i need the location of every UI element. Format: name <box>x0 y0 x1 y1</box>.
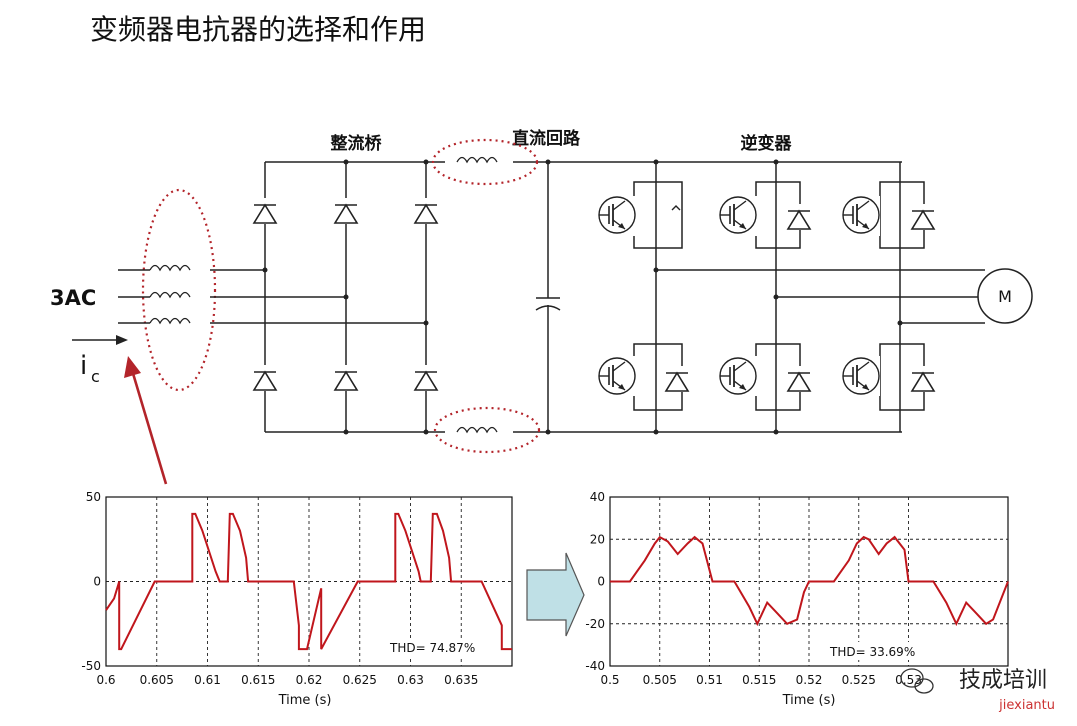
current-arrow-head <box>116 335 128 345</box>
right-chart: 0.5 0.505 0.51 0.515 0.52 0.525 0.53 40 20 0 -20 -4… <box>585 490 1009 708</box>
pointer-arrow-line <box>130 369 168 485</box>
right-x-axis-label: Time (s) <box>782 693 836 708</box>
y-tick-label: 0 <box>597 575 605 589</box>
left-annotation-bg <box>388 638 472 656</box>
highlight-ellipses <box>141 138 541 454</box>
left-x-axis-label: Time (s) <box>278 693 332 708</box>
x-tick-label: 0.525 <box>842 673 876 687</box>
dc-capacitor <box>535 162 561 432</box>
input-3ac-label: 3AC <box>50 286 96 310</box>
left-series-line <box>105 512 512 651</box>
pointer-arrow-head <box>124 356 141 378</box>
x-tick-label: 0.505 <box>643 673 677 687</box>
left-chart: 0.6 0.605 0.61 0.615 0.62 0.625 0.63 0.635 50 0 -5… <box>81 490 513 708</box>
watermark-site: jiexiantu <box>999 698 1055 713</box>
x-tick-label: 0.625 <box>343 673 377 687</box>
motor-label: M <box>998 287 1012 306</box>
x-tick-label: 0.53 <box>895 673 922 687</box>
x-tick-label: 0.51 <box>696 673 723 687</box>
y-tick-label: 0 <box>93 575 101 589</box>
y-tick-label: 20 <box>590 532 605 546</box>
line-choke-c <box>149 317 191 324</box>
y-tick-label: -50 <box>81 659 101 673</box>
y-tick-label: 50 <box>86 490 101 504</box>
x-tick-label: 0.515 <box>742 673 776 687</box>
right-annotation-bg <box>828 642 912 660</box>
right-thd-annotation: THD= 33.69% <box>829 645 915 659</box>
x-tick-label: 0.52 <box>796 673 823 687</box>
y-tick-label: -20 <box>585 617 605 631</box>
current-subscript: c <box>91 367 100 386</box>
y-tick-label: 40 <box>590 490 605 504</box>
x-tick-label: 0.605 <box>140 673 174 687</box>
motor-icon <box>977 268 1033 324</box>
x-tick-label: 0.615 <box>241 673 275 687</box>
wechat-icon <box>900 668 934 694</box>
page-title: 变频器电抗器的选择和作用 <box>90 13 427 46</box>
right-grid <box>610 497 1008 666</box>
dc-choke-bottom <box>456 426 498 433</box>
right-series-line <box>610 535 1009 627</box>
partial-diode-mark <box>671 205 681 211</box>
y-tick-label: -40 <box>585 659 605 673</box>
x-tick-label: 0.635 <box>444 673 478 687</box>
rectifier-label: 整流桥 <box>331 133 383 154</box>
current-symbol: i <box>80 351 87 381</box>
dc-choke-top <box>456 156 498 163</box>
line-choke-a <box>149 264 191 271</box>
left-thd-annotation: THD= 74.87% <box>389 641 475 655</box>
x-tick-label: 0.62 <box>296 673 323 687</box>
x-tick-label: 0.61 <box>194 673 221 687</box>
x-tick-label: 0.6 <box>96 673 115 687</box>
junction-dots <box>262 159 903 435</box>
freewheel-diode-masks <box>664 204 936 392</box>
x-tick-label: 0.5 <box>600 673 619 687</box>
dc-bus <box>265 161 902 433</box>
inverter-label: 逆变器 <box>741 133 793 154</box>
ac-input-lines <box>118 269 426 324</box>
line-choke-b <box>149 291 191 298</box>
inverter-module-masks <box>597 196 880 396</box>
watermark-text: 技成培训 <box>958 668 1047 693</box>
left-tick-labels: 0.6 0.605 0.61 0.615 0.62 0.625 0.63 0.635 50 0 -5… <box>81 490 478 687</box>
dc-link-label: 直流回路 <box>512 128 581 149</box>
transition-arrow-icon <box>526 552 585 637</box>
x-tick-label: 0.63 <box>397 673 424 687</box>
